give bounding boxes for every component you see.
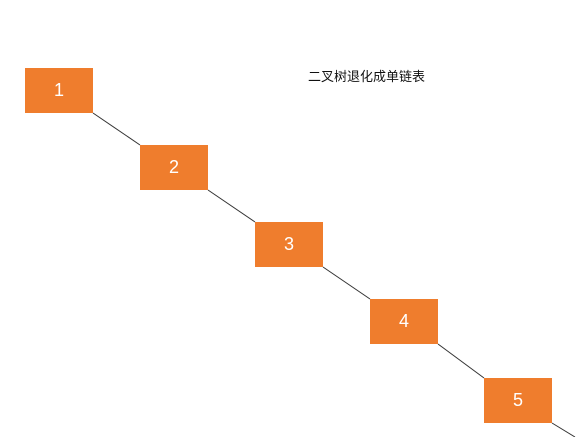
tree-node-2: 2 <box>140 145 208 190</box>
edge-1-2 <box>92 112 141 146</box>
tree-node-4: 4 <box>370 299 438 344</box>
edge-5-out <box>551 422 576 437</box>
tree-node-3: 3 <box>255 222 323 267</box>
edge-3-4 <box>322 266 371 300</box>
edge-2-3 <box>207 189 256 223</box>
diagram-title: 二叉树退化成单链表 <box>308 70 426 85</box>
tree-node-1: 1 <box>25 68 93 113</box>
edge-4-5 <box>437 343 485 379</box>
tree-node-5: 5 <box>484 378 552 423</box>
